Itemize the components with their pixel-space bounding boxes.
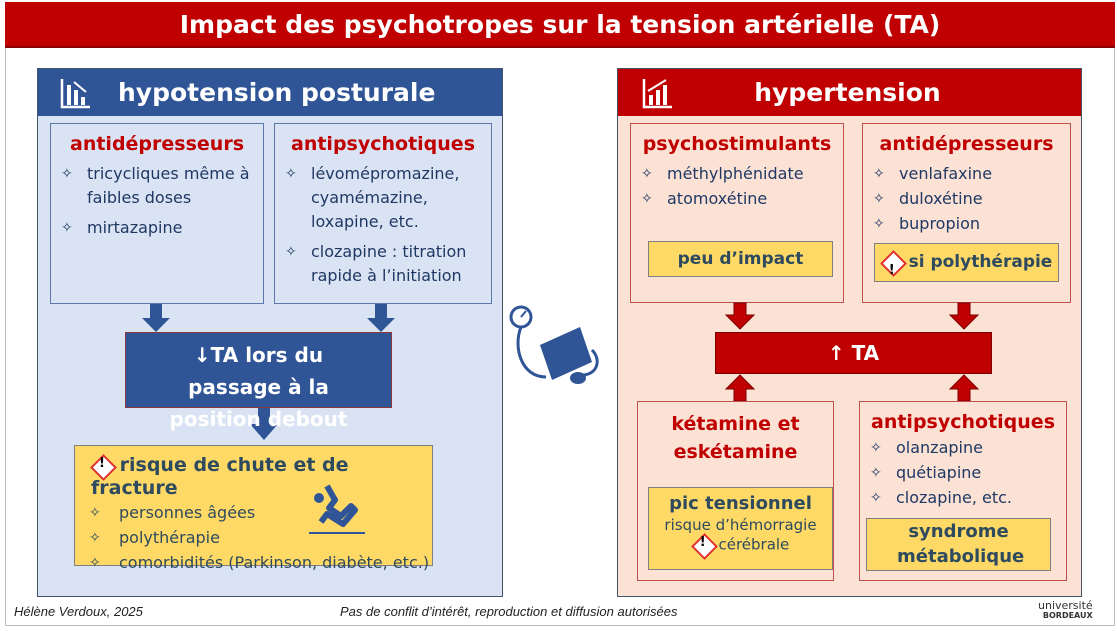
author-credit: Hélène Verdoux, 2025 [14,604,143,619]
item-text: personnes âgées [119,502,256,522]
right-antipsychotiques-box: antipsychotiques ✧ olanzapine ✧ quétiapine… [859,401,1067,581]
note-text: cérébrale [718,535,790,554]
chart-down-icon [60,78,90,108]
hypertension-title: hypertension [754,78,941,107]
item-text: venlafaxine [899,164,993,183]
falling-person-icon [309,484,365,534]
hypertension-header: hypertension [618,69,1081,116]
left-antipsychotiques-box: antipsychotiques ✧ lévomépromazine, cyamé… [274,123,492,304]
box-title: psychostimulants [642,133,832,155]
metabolic-syndrome-note: syndrome métabolique [866,518,1051,571]
list-item: ✧ duloxétine [863,187,1070,211]
list-item: ✧ polythérapie [75,526,432,550]
item-text: mirtazapine [87,218,183,237]
bullet-icon: ✧ [870,440,882,456]
bullet-icon: ✧ [870,465,882,481]
polytherapy-note: ! si polythérapie [874,243,1059,282]
arrow-down-icon [250,408,278,440]
list-item: ✧ comorbidités (Parkinson, diabète, etc.) [75,551,432,575]
pressure-spike-note: pic tensionnel risque d’hémorragie ! cér… [648,487,833,570]
bullet-icon: ✧ [641,166,653,182]
arrow-down-icon [948,302,980,330]
list-item: ✧ atomoxétine [631,187,843,211]
blood-pressure-monitor-icon [509,305,599,384]
arrow-down-icon [367,304,395,332]
arrow-up-icon [948,374,980,402]
chart-up-icon [642,78,672,108]
note-title: pic tensionnel [669,493,812,514]
hypotension-panel: hypotension posturale antidépresseurs ✧ t… [37,68,503,597]
bullet-icon: ✧ [89,529,101,546]
warning-icon: ! [881,251,903,278]
item-text: clozapine, etc. [896,488,1012,507]
bullet-icon: ✧ [873,191,885,207]
bullet-icon: ✧ [641,191,653,207]
item-text: comorbidités (Parkinson, diabète, etc.) [119,552,430,572]
list-item: ✧ personnes âgées [75,501,432,525]
item-text: tricycliques même à faibles doses [87,164,250,207]
item-text: lévomépromazine, cyamémazine, loxapine, … [311,164,460,231]
list-item: ✧ quétiapine [860,461,1066,485]
warning-icon: ! [91,455,113,477]
list-item: ✧ bupropion [863,212,1070,236]
arrow-up-icon [724,374,756,402]
hypotension-title: hypotension posturale [118,78,436,107]
university-logo: université BORDEAUX [1038,599,1093,621]
box-title: antipsychotiques [291,133,475,155]
list-item: ✧ méthylphénidate [631,162,843,186]
slide-frame [5,48,1115,626]
arrow-down-icon [142,304,170,332]
box-title: antidépresseurs [879,133,1054,155]
hypotension-header: hypotension posturale [38,69,502,116]
bullet-icon: ✧ [89,554,101,571]
bullet-icon: ✧ [873,216,885,232]
fall-risk-box: ! risque de chute et de fracture ✧ person… [74,445,433,572]
bullet-icon: ✧ [61,166,73,182]
left-arrows [142,304,395,440]
right-antidepresseurs-box: antidépresseurs ✧ venlafaxine ✧ duloxétine… [862,123,1071,303]
bullet-icon: ✧ [873,166,885,182]
page-title: Impact des psychotropes sur la tension a… [5,2,1115,48]
right-arrows [724,302,980,402]
warning-icon: ! [692,534,714,556]
item-text: méthylphénidate [667,164,804,183]
list-item: ✧ clozapine : titration rapide à l’initia… [275,240,491,288]
bullet-icon: ✧ [285,166,297,182]
list-item: ✧ olanzapine [860,436,1066,460]
box-title: antipsychotiques [871,411,1055,433]
logo-text: université [1038,599,1093,612]
list-item: ✧ mirtazapine [51,216,263,240]
item-text: duloxétine [899,189,983,208]
low-impact-note: peu d’impact [648,241,833,277]
list-item: ✧ clozapine, etc. [860,486,1066,510]
logo-text: BORDEAUX [1042,611,1093,620]
left-antidepresseurs-box: antidépresseurs ✧ tricycliques même à fai… [50,123,264,304]
hypotension-effect-box: ↓TA lors du passage à la position debout [125,332,392,431]
item-text: quétiapine [896,463,982,482]
ketamine-box: kétamine et eskétamine pic tensionnel ri… [637,401,834,581]
item-text: bupropion [899,214,980,233]
arrow-down-icon [724,302,756,330]
bullet-icon: ✧ [89,504,101,521]
note-text: si polythérapie [908,252,1053,272]
item-text: clozapine : titration rapide à l’initiat… [311,242,467,285]
fall-risk-title: risque de chute et de fracture [91,454,349,499]
hypertension-effect-box: ↑ TA [715,332,992,374]
list-item: ✧ lévomépromazine, cyamémazine, loxapine,… [275,162,491,234]
item-text: atomoxétine [667,189,768,208]
license-notice: Pas de conflit d’intérêt, reproduction e… [340,604,678,619]
list-item: ✧ venlafaxine [863,162,1070,186]
note-text: risque d’hémorragie [664,516,817,534]
item-text: olanzapine [896,438,983,457]
list-item: ✧ tricycliques même à faibles doses [51,162,263,210]
bullet-icon: ✧ [61,220,73,236]
box-title: antidépresseurs [70,133,244,155]
hypertension-panel: hypertension psychostimulants ✧ méthylphé… [617,68,1082,597]
psychostimulants-box: psychostimulants ✧ méthylphénidate ✧ atomo… [630,123,844,303]
item-text: polythérapie [119,527,220,547]
bullet-icon: ✧ [285,244,297,260]
box-title: kétamine et eskétamine [671,413,800,463]
bullet-icon: ✧ [870,490,882,506]
